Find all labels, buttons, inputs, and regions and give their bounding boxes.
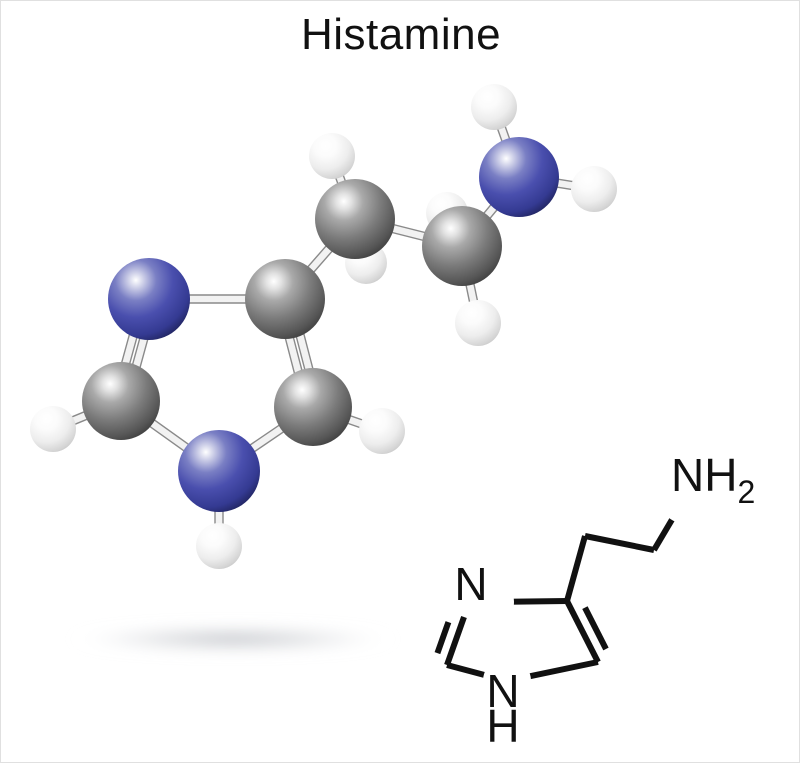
ring-nh-label-h: H	[486, 700, 519, 752]
ring-nh-label-n: N	[486, 665, 519, 717]
hydrogen-atom-h8a	[471, 84, 517, 130]
hydrogen-atom-h4	[359, 408, 405, 454]
carbon-atom-c2	[82, 362, 160, 440]
skeletal-double-bond-n1-c2	[434, 621, 452, 655]
ground-shadow	[68, 625, 398, 653]
hydrogen-atom-h8b	[571, 166, 617, 212]
carbon-atom-c4	[274, 368, 352, 446]
skeletal-bond-c4-ca	[564, 535, 588, 602]
label-mask	[661, 479, 705, 523]
label-mask	[483, 657, 531, 705]
carbon-atom-c7	[422, 206, 502, 286]
page-title: Histamine	[300, 10, 502, 59]
skeletal-double-bond-c4-c5	[582, 606, 609, 651]
carbon-atom-c6	[315, 179, 395, 259]
hydrogen-atom-h6a	[309, 133, 355, 179]
label-mask	[466, 578, 514, 626]
hydrogen-atom-h2	[30, 406, 76, 452]
nitrogen-atom-n1	[108, 258, 190, 340]
amine-label: NH2	[671, 449, 755, 510]
skeletal-bond-c2-n1	[444, 615, 467, 667]
atom-group	[30, 84, 617, 569]
ring-n-label: N	[454, 558, 487, 610]
nitrogen-atom-n3	[178, 430, 260, 512]
hydrogen-atom-h7b	[455, 300, 501, 346]
carbon-atom-c5	[245, 259, 325, 339]
hydrogen-atom-h3	[196, 523, 242, 569]
skeletal-bond-ca-cb	[584, 533, 655, 553]
nitrogen-atom-n8	[479, 137, 559, 217]
skeletal-bond-c4-c5	[564, 599, 601, 664]
